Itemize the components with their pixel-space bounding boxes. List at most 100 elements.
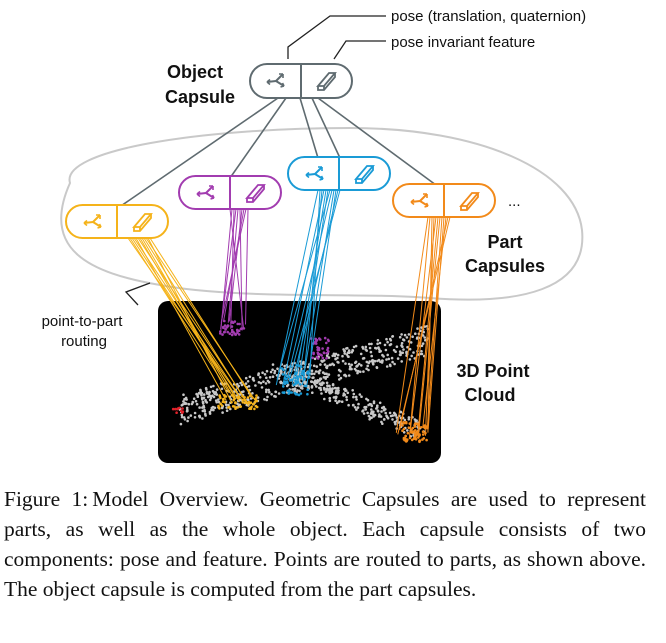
cloud-point [403, 333, 407, 337]
cloud-point [198, 414, 201, 418]
cloud-point [317, 346, 321, 350]
cloud-point [343, 373, 346, 377]
cloud-point [360, 395, 363, 399]
cloud-point [393, 412, 397, 416]
routing-line [275, 189, 319, 386]
cloud-point [402, 431, 406, 434]
cloud-point [320, 392, 323, 395]
cloud-point [234, 401, 237, 404]
cloud-point [214, 391, 218, 394]
cloud-point [268, 376, 272, 379]
cloud-point [194, 399, 198, 403]
cloud-point [236, 406, 239, 409]
annotation-leaders [287, 15, 386, 60]
cloud-point [236, 331, 239, 335]
cloud-point [416, 327, 419, 330]
cloud-point [171, 407, 175, 411]
cloud-point [198, 406, 201, 409]
cloud-point [319, 377, 323, 381]
cloud-point [226, 330, 229, 334]
cloud-point [240, 383, 244, 387]
cloud-point [283, 364, 286, 368]
cloud-point [347, 403, 350, 407]
cloud-point [251, 402, 255, 406]
cloud-point [372, 410, 375, 414]
cloud-point [344, 362, 347, 365]
cloud-point [270, 393, 273, 396]
cloud-point [320, 354, 324, 357]
cloud-point [376, 339, 380, 342]
point-cloud-label: Cloud [465, 385, 516, 405]
cloud-point [311, 391, 314, 395]
cloud-point [406, 345, 409, 349]
cloud-point [306, 392, 309, 396]
routing-line [417, 216, 439, 431]
routing-line [276, 189, 331, 380]
cloud-point [420, 326, 423, 329]
cloud-point [255, 394, 258, 397]
cloud-point [221, 411, 224, 414]
cloud-point [267, 380, 271, 384]
cloud-point [386, 353, 390, 357]
cloud-point [237, 333, 241, 336]
cloud-point [268, 390, 271, 394]
cloud-point [331, 387, 335, 390]
cloud-point [181, 407, 184, 410]
cloud-point [256, 396, 260, 399]
cloud-point [183, 397, 186, 401]
cloud-point [211, 389, 215, 393]
cloud-point [385, 358, 388, 361]
cloud-point [312, 381, 316, 385]
cloud-point [386, 340, 389, 344]
cloud-point [296, 375, 300, 379]
cloud-point [325, 381, 329, 385]
cloud-point [234, 333, 238, 336]
cloud-point [230, 328, 234, 332]
cloud-point [249, 401, 253, 405]
cloud-point [348, 367, 352, 371]
cloud-point [284, 377, 288, 381]
cloud-point [222, 398, 225, 402]
cloud-point [327, 339, 330, 343]
cloud-point [378, 401, 382, 405]
cloud-point [305, 375, 308, 379]
cloud-point [231, 405, 235, 408]
cloud-point [215, 388, 219, 391]
cloud-point [421, 433, 425, 436]
cloud-point [395, 419, 399, 423]
cloud-point [422, 330, 426, 334]
cloud-point [247, 385, 251, 388]
cloud-point [381, 422, 384, 426]
cloud-point [353, 406, 357, 409]
cloud-point [406, 431, 410, 435]
cloud-point [265, 369, 269, 373]
cloud-point [259, 381, 263, 385]
cloud-point [319, 338, 322, 341]
cloud-point [423, 336, 427, 339]
cloud-point [343, 349, 347, 353]
cloud-point [326, 375, 329, 379]
cloud-point [403, 421, 406, 425]
routing-lines [127, 189, 451, 438]
cloud-point [174, 407, 177, 411]
cloud-point [186, 419, 189, 423]
cloud-point [421, 430, 425, 434]
cloud-point [401, 345, 404, 349]
cloud-point [319, 386, 322, 390]
cloud-point [293, 391, 297, 395]
cloud-point [345, 395, 348, 399]
cloud-point [265, 376, 268, 380]
cloud-point [361, 410, 364, 413]
cloud-point [345, 347, 348, 350]
cloud-point [404, 434, 407, 438]
cloud-point [384, 408, 387, 411]
cloud-point [391, 360, 394, 364]
cloud-point [391, 418, 394, 421]
cloud-point [388, 337, 392, 341]
cloud-point [380, 410, 383, 413]
cloud-point [391, 335, 394, 338]
cloud-point [231, 330, 234, 334]
cloud-point [283, 382, 287, 386]
cloud-point [179, 422, 183, 426]
cloud-point [375, 407, 378, 410]
